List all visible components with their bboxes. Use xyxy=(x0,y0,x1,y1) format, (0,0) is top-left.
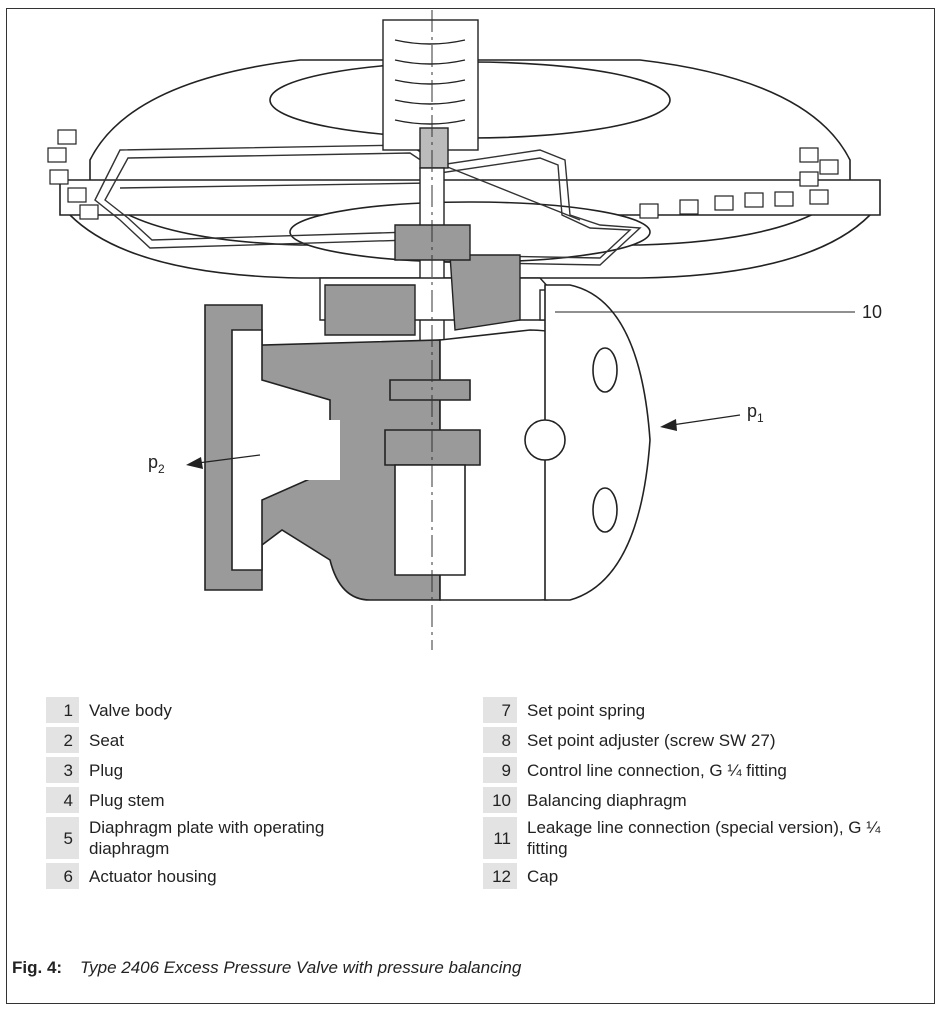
legend-label: Set point adjuster (screw SW 27) xyxy=(527,730,776,750)
legend-label: Set point spring xyxy=(527,700,646,720)
legend-item: 8 Set point adjuster (screw SW 27) xyxy=(483,727,933,753)
p2-arrow: p2 xyxy=(148,452,261,476)
legend-label: Balancing diaphragm xyxy=(527,790,687,810)
bonnet-section xyxy=(319,224,561,336)
legend-label: Valve body xyxy=(89,700,172,720)
legend-label: Cap xyxy=(527,866,559,886)
p1-arrow: p1 xyxy=(660,401,764,431)
legend-number: 12 xyxy=(483,863,517,889)
legend-label: Actuator housing xyxy=(89,866,217,886)
set-point-spring xyxy=(382,19,479,169)
legend-item: 6 Actuator housing xyxy=(46,863,446,889)
legend-label: Leakage line connection (special version… xyxy=(527,818,881,858)
flange-bolts xyxy=(47,129,839,220)
figure-title: Type 2406 Excess Pressure Valve with pre… xyxy=(80,958,522,977)
legend-number: 10 xyxy=(483,787,517,813)
legend-label: Control line connection, G ¼ fitting xyxy=(527,760,787,780)
legend-number: 1 xyxy=(46,697,79,723)
legend-label: Diaphragm plate with operating diaphragm xyxy=(89,818,325,858)
valve-body xyxy=(204,284,651,601)
valve-cutaway-drawing: 10 p1 p2 xyxy=(47,10,882,650)
legend-item: 10 Balancing diaphragm xyxy=(483,787,933,813)
legend-label: Plug xyxy=(89,760,124,780)
legend-item: 2 Seat xyxy=(46,727,446,753)
legend-item: 1 Valve body xyxy=(46,697,446,723)
legend-item: 9 Control line connection, G ¼ fitting xyxy=(483,757,933,783)
legend-right: 7 Set point spring 8 Set point adjuster (s… xyxy=(483,697,933,893)
actuator-housing xyxy=(59,59,881,279)
legend-label: Seat xyxy=(89,730,124,750)
legend-item: 7 Set point spring xyxy=(483,697,933,723)
figure-number: Fig. 4: xyxy=(12,958,63,977)
figure-frame xyxy=(6,8,935,1004)
legend-number: 9 xyxy=(483,757,517,783)
legend-number: 2 xyxy=(46,727,79,753)
legend-number: 3 xyxy=(46,757,79,783)
legend-number: 5 xyxy=(46,817,79,859)
legend-number: 11 xyxy=(483,817,517,859)
legend-label: Plug stem xyxy=(89,790,165,810)
legend-item: 4 Plug stem xyxy=(46,787,446,813)
legend-number: 8 xyxy=(483,727,517,753)
legend-item: 12 Cap xyxy=(483,863,933,889)
p2-label: p2 xyxy=(148,452,165,476)
legend-number: 4 xyxy=(46,787,79,813)
legend-number: 7 xyxy=(483,697,517,723)
legend-number: 6 xyxy=(46,863,79,889)
figure-caption: Fig. 4: Type 2406 Excess Pressure Valve w… xyxy=(12,958,521,978)
callout-10: 10 xyxy=(862,302,882,322)
legend-item: 3 Plug xyxy=(46,757,446,783)
p1-label: p1 xyxy=(747,401,764,425)
